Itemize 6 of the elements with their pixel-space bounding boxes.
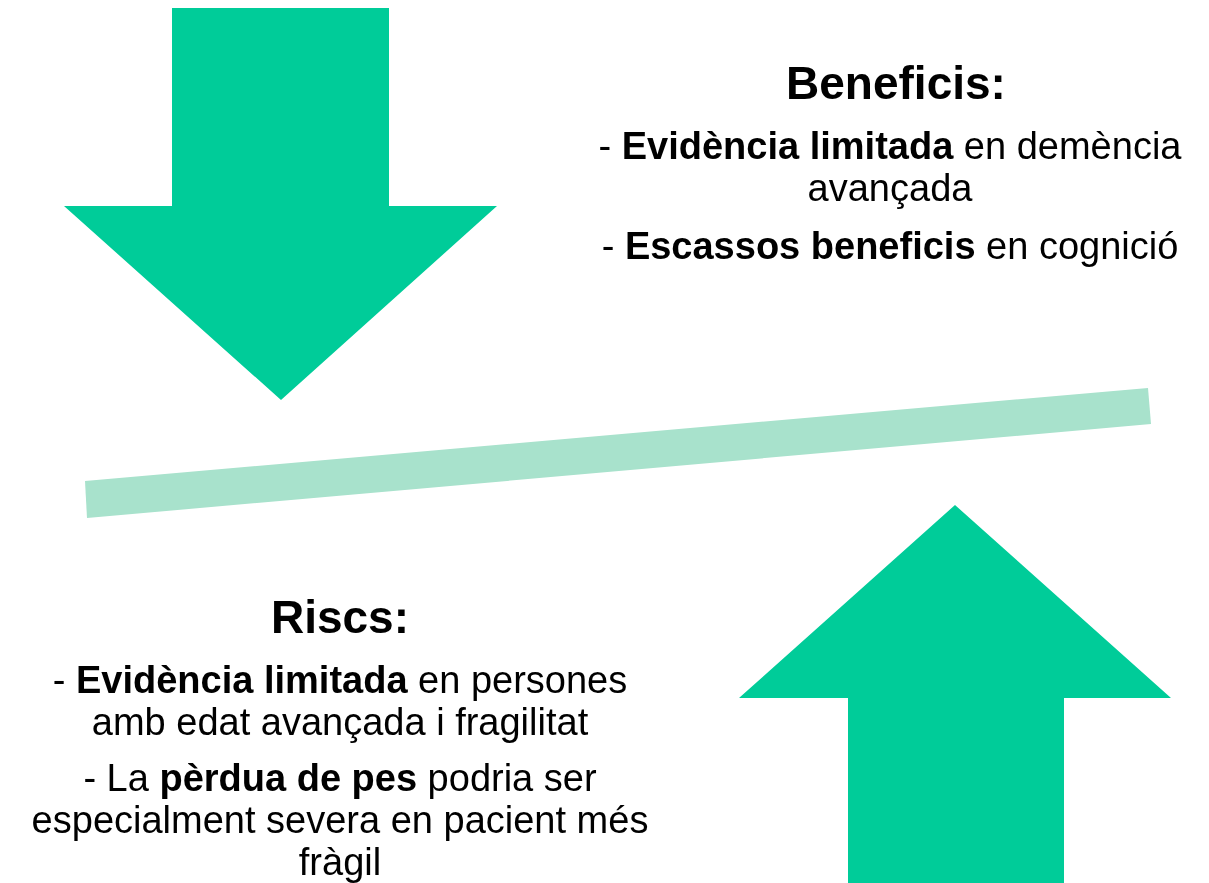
bullet-text: - Evidència limitada en demència avançada [597, 126, 1183, 210]
heading: Riscs: [269, 592, 411, 643]
bullet-text: - Escassos beneficis en cognició [600, 226, 1180, 268]
heading: Beneficis: [785, 58, 1007, 109]
bullet-text: - La pèrdua de pes podria ser especialment severa en pacient més fràgil [30, 758, 650, 883]
bullet-text: - Evidència limitada en persones amb edat avançada i fragilitat [51, 660, 629, 744]
